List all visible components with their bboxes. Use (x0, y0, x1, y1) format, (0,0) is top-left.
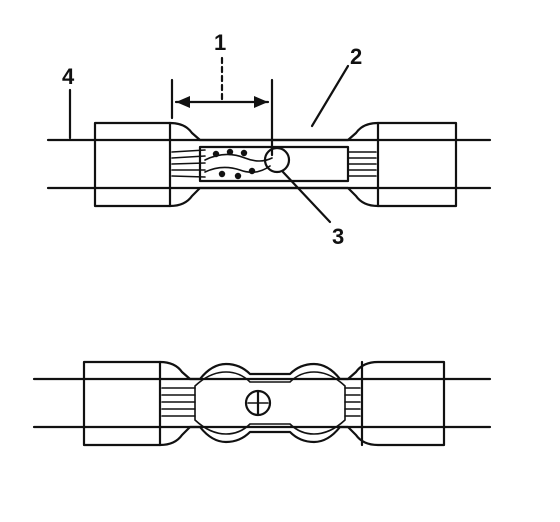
bottom-inner-barrel (194, 371, 346, 435)
callout-1: 1 (214, 30, 226, 55)
callout-3: 3 (332, 224, 344, 249)
leader-2 (310, 64, 350, 128)
dimension-marker (170, 56, 274, 157)
callout-4: 4 (62, 64, 75, 89)
top-inspection-hole (263, 146, 291, 174)
top-sleeve-outline (93, 121, 458, 208)
bottom-splice-assembly (32, 360, 492, 447)
bottom-crimp-mark (244, 389, 272, 417)
top-left-strands (171, 149, 206, 178)
leader-3 (281, 170, 332, 224)
top-twisted-strands (204, 148, 273, 180)
top-splice-assembly: 1 2 3 4 (46, 30, 492, 249)
bottom-left-strands (161, 387, 196, 417)
bottom-right-strands (344, 387, 361, 417)
callout-2: 2 (350, 44, 362, 69)
top-right-strands (347, 151, 377, 177)
bottom-sleeve-outline (82, 360, 446, 447)
